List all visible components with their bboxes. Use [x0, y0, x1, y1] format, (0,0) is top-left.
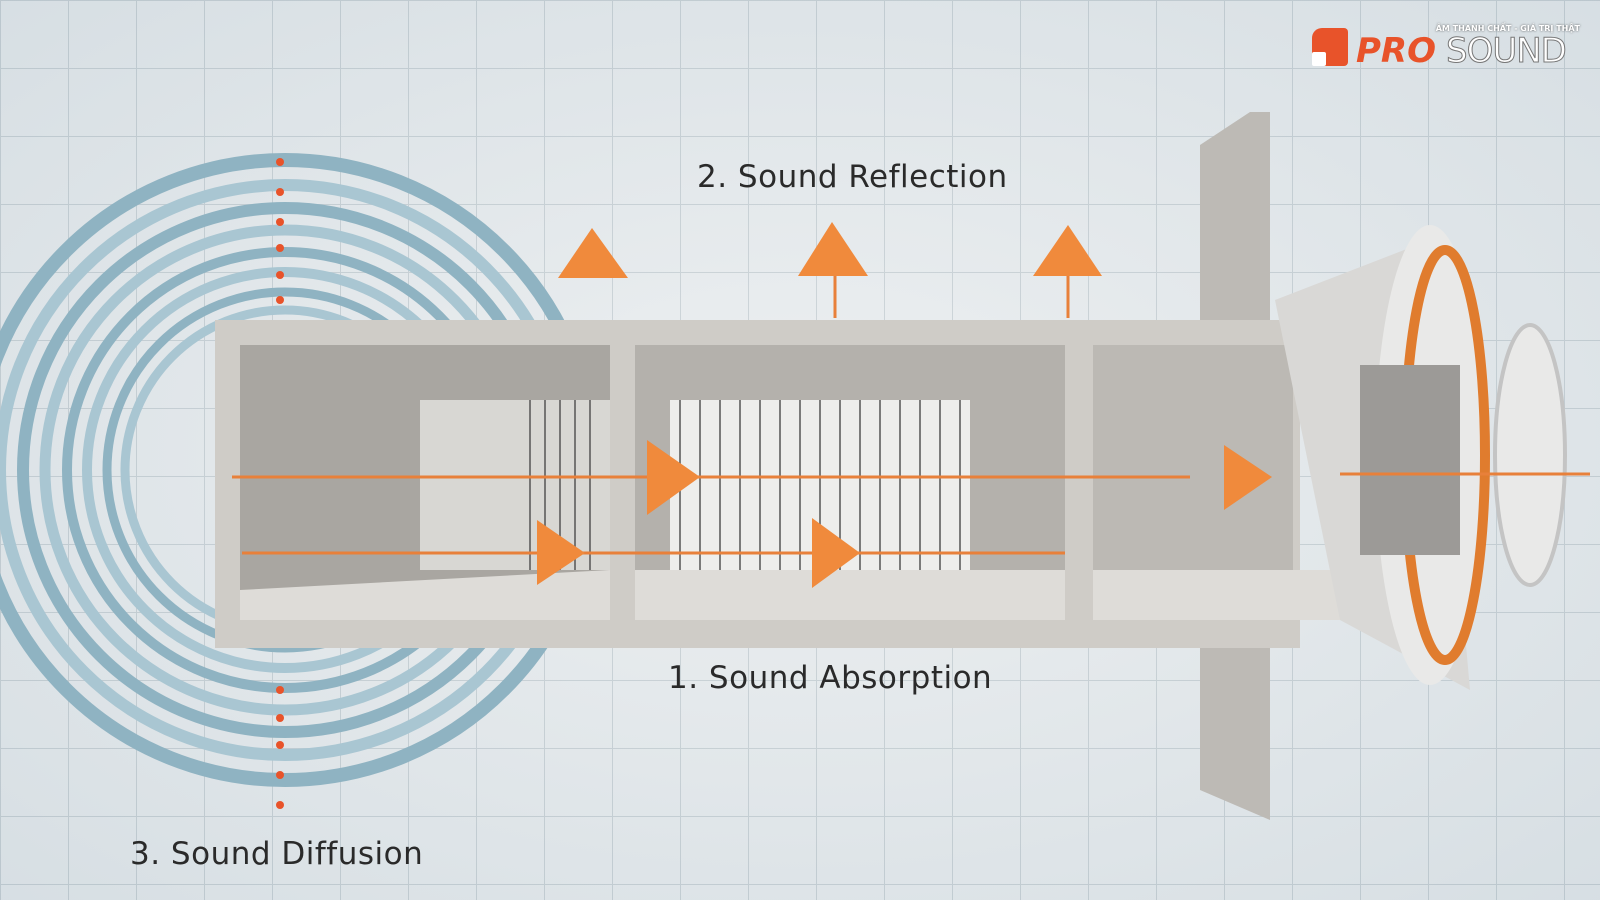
logo-tagline: ÂM THANH CHẤT - GIÁ TRỊ THẬT [1435, 24, 1580, 33]
concrete-chambers [215, 320, 1340, 648]
prosound-logo: PRO SOUND ÂM THANH CHẤT - GIÁ TRỊ THẬT [1312, 24, 1580, 71]
logo-pro: PRO [1356, 31, 1437, 71]
sound-paths [232, 275, 1590, 555]
diffusion-points [276, 158, 284, 809]
logo-sound: SOUND [1446, 31, 1568, 71]
sound-absorption-label: 1. Sound Absorption [668, 660, 993, 696]
horn-speaker [1275, 225, 1567, 690]
sound-reflection-label: 2. Sound Reflection [697, 159, 1008, 195]
sound-diffusion-label: 3. Sound Diffusion [130, 836, 424, 872]
arrow-icons [537, 222, 1272, 588]
logo-mark-icon [1312, 28, 1348, 66]
